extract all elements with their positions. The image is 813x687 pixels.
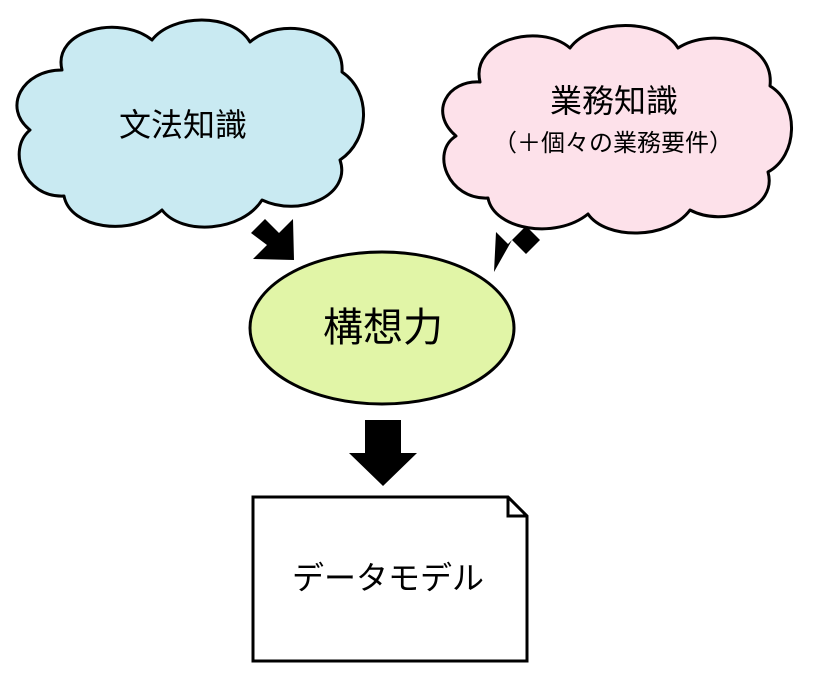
- document-fold-corner: [506, 497, 527, 518]
- concept-ability-label: 構想力: [323, 305, 443, 351]
- grammar-knowledge-label: 文法知識: [119, 106, 247, 144]
- business-knowledge-sublabel: （＋個々の業務要件）: [493, 129, 733, 157]
- data-model-label: データモデル: [292, 559, 484, 597]
- arrow-grammar-to-concept: [251, 219, 294, 260]
- concept-ability-node: 構想力: [248, 250, 516, 406]
- arrow-business-to-concept: [494, 226, 540, 272]
- grammar-cloud-shape: [15, 18, 365, 229]
- business-knowledge-cloud: 業務知識 （＋個々の業務要件）: [441, 24, 793, 235]
- business-knowledge-label: 業務知識: [550, 82, 678, 120]
- data-model-document-shape: [251, 495, 529, 663]
- concept-ability-ellipse: [248, 250, 516, 406]
- grammar-knowledge-cloud: 文法知識: [15, 18, 365, 229]
- business-cloud-shape: [441, 24, 793, 235]
- arrow-concept-to-model: [349, 420, 417, 486]
- data-model-document: データモデル: [251, 495, 529, 663]
